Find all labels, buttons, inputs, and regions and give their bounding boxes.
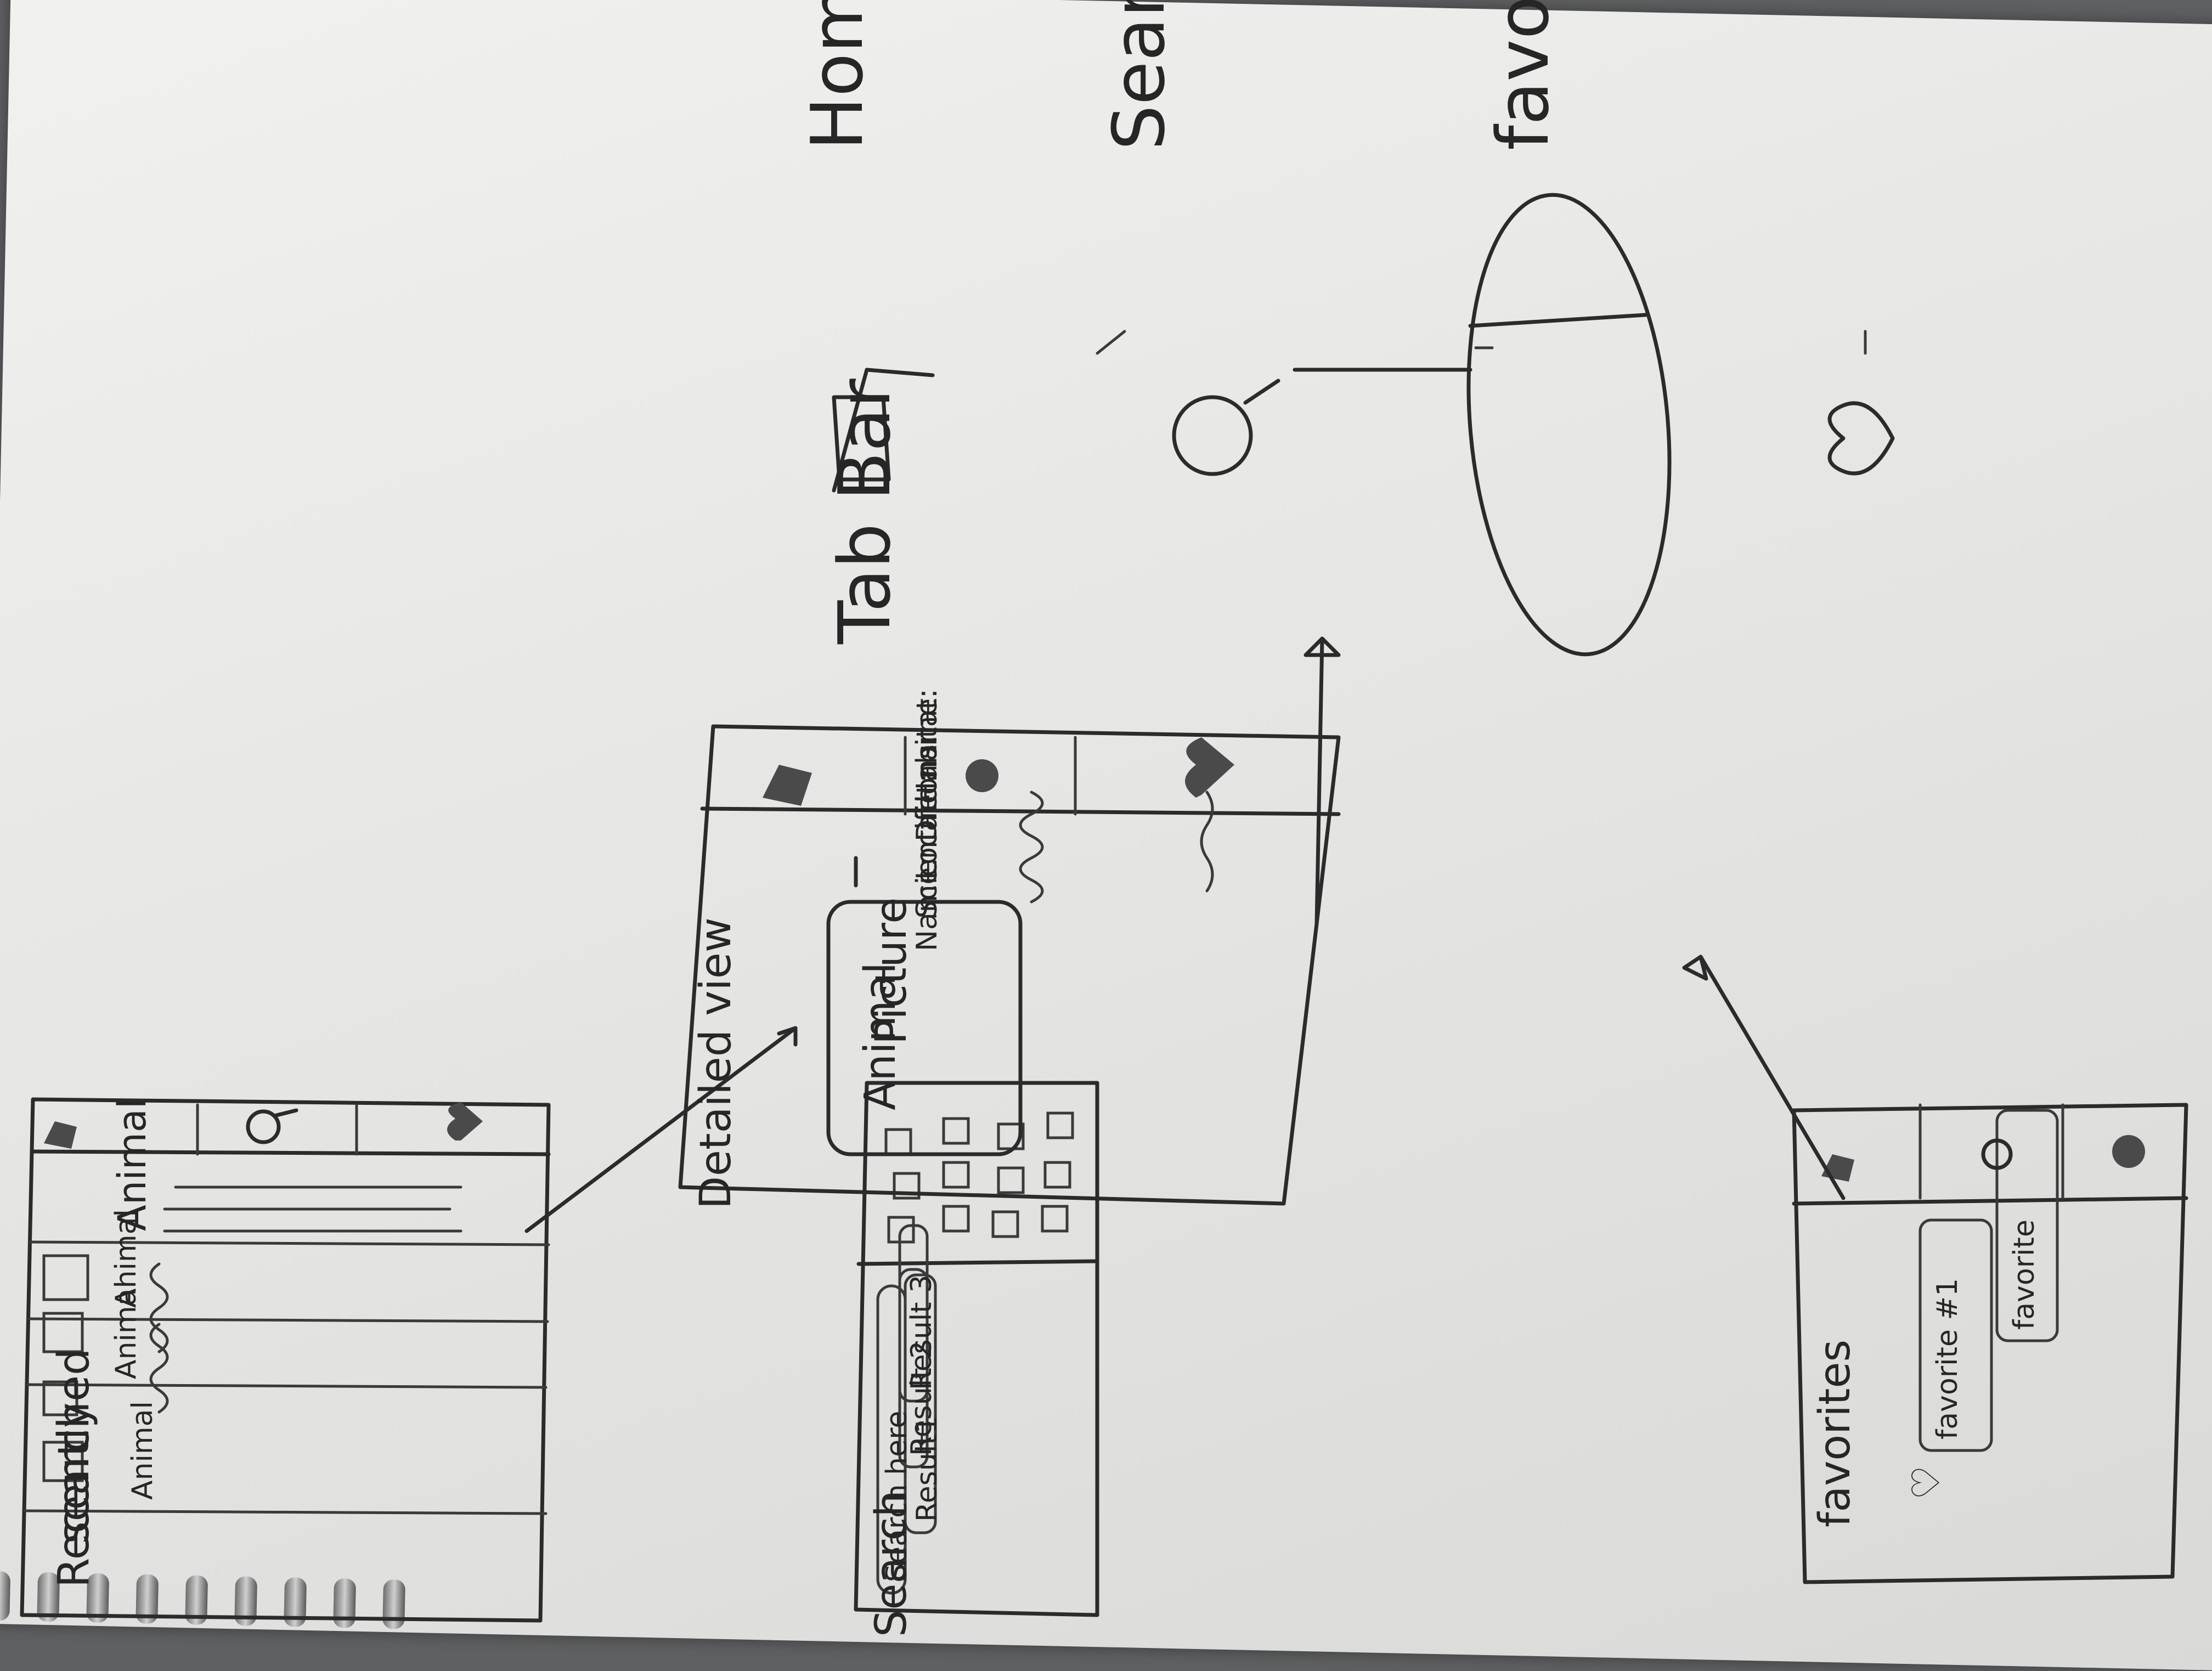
favorites-screen-frame — [1792, 1103, 2188, 1584]
detail-picture-line2: Picture — [867, 897, 916, 1045]
home-title-line2: searched — [49, 1348, 99, 1544]
home-item-4: Animal — [110, 1098, 155, 1231]
detail-title: Detailed view — [691, 917, 741, 1209]
tab-bar-title: Tab Bar — [823, 379, 906, 644]
flow-arrows — [524, 636, 1846, 1233]
tab-home-label: Home — [795, 0, 879, 150]
tab-favorites-label: favorites — [1481, 0, 1565, 150]
favorite-item-2[interactable]: favorite — [2008, 1220, 2041, 1330]
detail-screen-frame — [678, 724, 1341, 1206]
favorites-title: favorites — [1810, 1339, 1860, 1527]
search-screen-frame — [854, 1081, 1099, 1617]
search-result-3[interactable]: Result 3 — [905, 1274, 938, 1390]
tab-search-label: Search — [1097, 0, 1181, 150]
favorite-item-1[interactable]: favorite #1 — [1931, 1278, 1964, 1439]
favorites-heart-icon: ♡ — [1904, 1465, 1949, 1500]
home-item-1: Animal — [126, 1401, 159, 1500]
home-screen-frame — [20, 1097, 551, 1623]
tab-bar-sketch — [832, 193, 1895, 657]
detail-field-habitat: Habitat: — [911, 688, 944, 803]
